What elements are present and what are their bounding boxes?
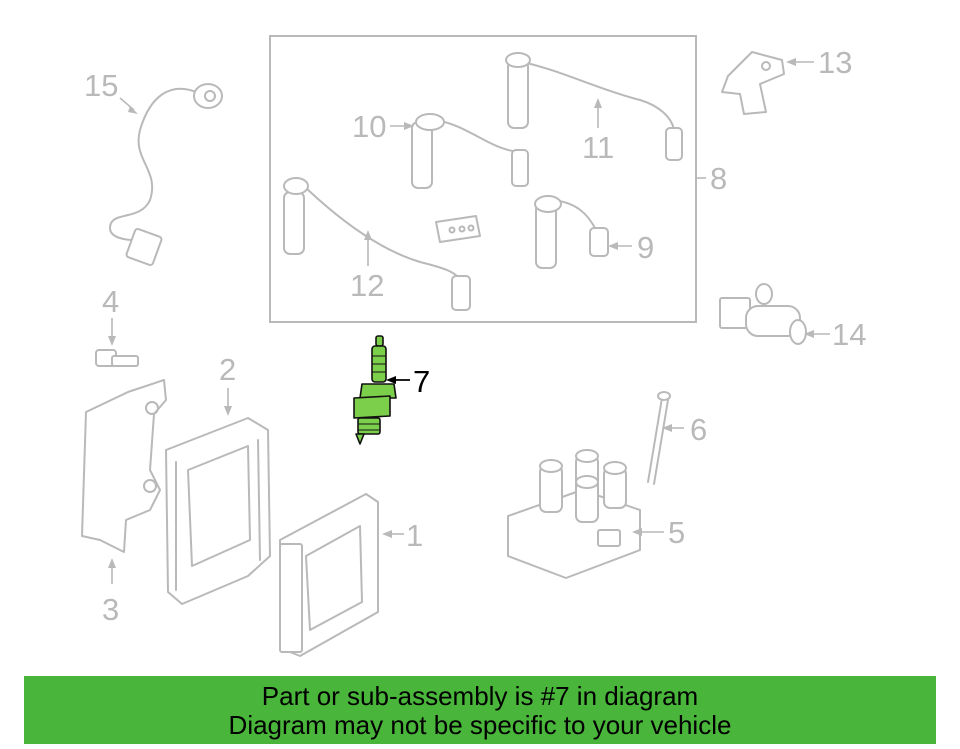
- callout-15: 15: [84, 68, 118, 103]
- bolt-4: [95, 349, 139, 367]
- engine-control-module-1: [279, 493, 379, 657]
- callout-7: 7: [413, 364, 430, 399]
- module-housing-2: [165, 417, 271, 605]
- callout-4: 4: [102, 284, 119, 319]
- callout-5: 5: [668, 515, 685, 550]
- ignition-wire-9: [534, 195, 609, 269]
- cam-sensor-13: [721, 51, 785, 115]
- callout-3: 3: [102, 592, 119, 627]
- callout-13: 13: [818, 45, 852, 80]
- crank-sensor-14: [719, 283, 807, 345]
- bracket-3: [81, 379, 167, 553]
- ignition-wire-11: [505, 52, 683, 161]
- banner-line-1: Part or sub-assembly is #7 in diagram: [261, 681, 699, 711]
- knock-sensor-15: [109, 83, 223, 267]
- ignition-wire-12: [283, 177, 471, 311]
- spark-plug-7: [353, 335, 397, 445]
- ignition-coil-pack-5: [507, 449, 641, 579]
- callout-8: 8: [710, 161, 727, 196]
- callout-2: 2: [219, 352, 236, 387]
- callout-11: 11: [582, 130, 614, 165]
- info-banner: Part or sub-assembly is #7 in diagram Di…: [24, 676, 936, 744]
- callout-9: 9: [637, 230, 654, 265]
- ignition-wire-10: [411, 113, 529, 189]
- callout-12: 12: [350, 268, 384, 303]
- callout-6: 6: [690, 412, 707, 447]
- wire-separator-clip: [435, 215, 481, 243]
- long-bolt-6: [647, 391, 671, 485]
- callout-14: 14: [832, 317, 866, 352]
- banner-line-2: Diagram may not be specific to your vehi…: [228, 710, 732, 740]
- callout-1: 1: [406, 518, 423, 553]
- callout-10: 10: [352, 109, 386, 144]
- ignition-wire-set-box: [269, 35, 697, 323]
